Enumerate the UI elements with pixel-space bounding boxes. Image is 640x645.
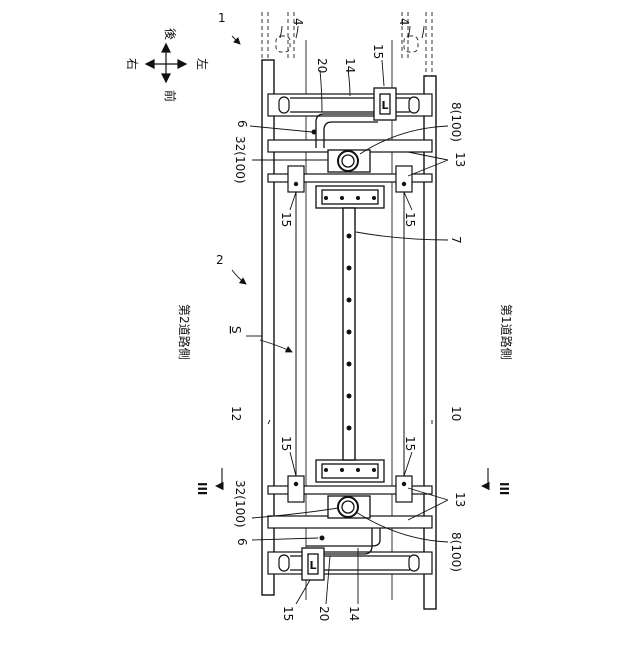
label-14-bottom: 14 [347,606,361,621]
label-15-ll: 15 [279,436,293,451]
first-road-side-label: 第1道路側 [499,304,514,360]
label-2: 2 [216,253,224,267]
bracket-mark-top: L [381,99,388,112]
label-20-bottom: 20 [317,606,331,621]
label-4-right: 4 [397,18,411,26]
sensor-bottom [328,496,370,518]
label-14-top: 14 [343,58,357,73]
label-12: 12 [229,406,243,421]
second-road-side-label: 第2道路側 [177,304,192,360]
section-marker-right [482,468,488,486]
compass-labels: 右 左 後 前 [125,28,210,102]
compass-front: 前 [163,90,178,102]
label-15-lr: 15 [403,436,417,451]
section-label-right: III [497,482,511,495]
label-15-ur: 15 [403,212,417,227]
label-13-bottom: 13 [453,492,467,507]
label-1: 1 [218,11,226,25]
label-15-ul: 15 [279,212,293,227]
label-13-top: 13 [453,152,467,167]
label-32-top: 32(100) [233,136,247,184]
compass-arrows [146,44,186,82]
section-label-left: III [195,482,209,495]
sensor-top [328,150,370,172]
label-6-bottom: 6 [235,538,249,546]
bracket-mark-bottom: L [309,559,316,572]
label-4-left: 4 [291,18,305,26]
label-15-top: 15 [371,44,385,59]
label-32-bottom: 32(100) [233,480,247,528]
compass-left: 左 [195,58,210,70]
compass-right: 右 [125,58,140,70]
compass-rear: 後 [163,28,177,40]
section-marker-left [216,468,222,486]
label-s: S [229,326,243,334]
label-20-top: 20 [315,58,329,73]
label-8-bottom: 8(100) [449,532,463,572]
label-7: 7 [449,236,463,244]
label-8-top: 8(100) [449,102,463,142]
label-6-top: 6 [235,120,249,128]
label-15-bottom: 15 [281,606,295,621]
label-10: 10 [449,406,463,421]
